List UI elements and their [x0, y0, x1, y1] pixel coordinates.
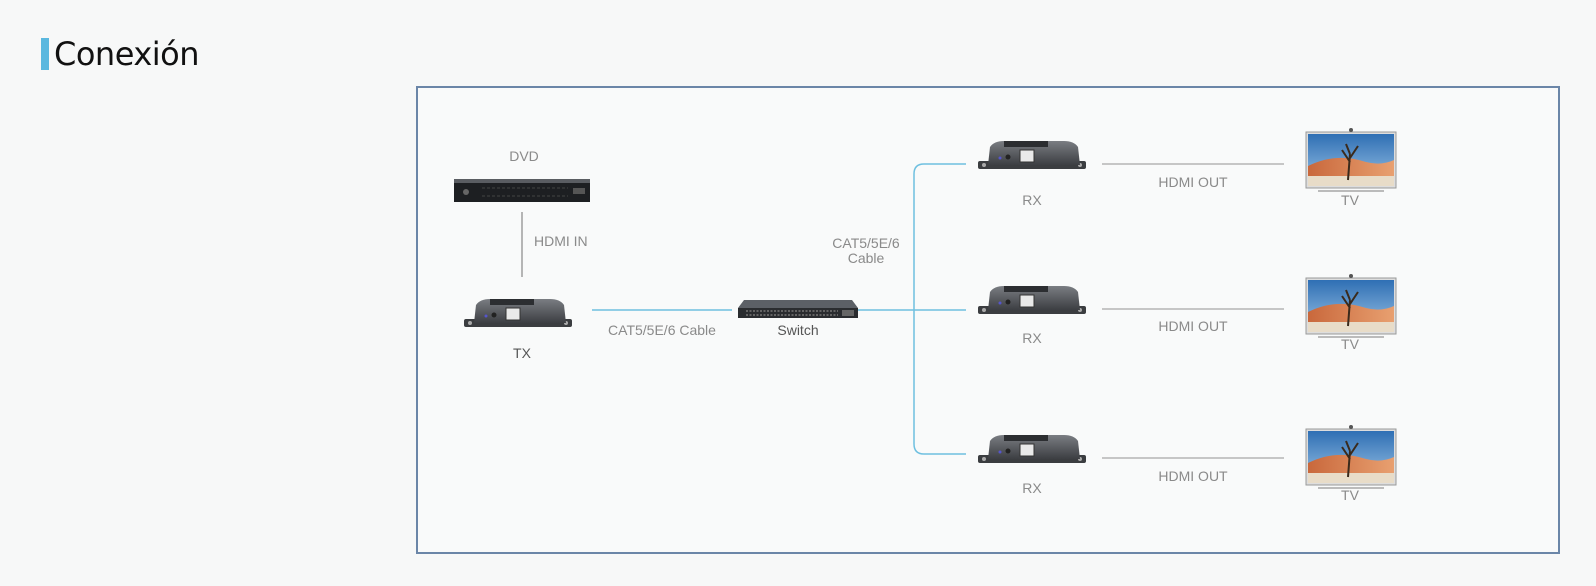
tx-extender-icon — [463, 298, 573, 328]
network-switch-icon — [738, 300, 858, 318]
diagram-graphics — [454, 127, 1397, 490]
dvd-label: DVD — [509, 148, 539, 164]
switch-label: Switch — [777, 322, 819, 338]
rx-label-2: RX — [1022, 330, 1042, 346]
tx-cable-label: CAT5/5E/6 Cable — [608, 322, 716, 338]
connection-diagram: DVD HDMI IN TX CAT5/5E/6 Cable Switch CA… — [416, 86, 1560, 554]
dvd-player-icon — [454, 179, 590, 202]
heading-accent-bar — [41, 38, 49, 70]
tv-icon-1 — [1305, 127, 1397, 193]
hdmi-out-label-3: HDMI OUT — [1158, 468, 1228, 484]
branch-cable — [858, 163, 966, 455]
branch-cable-label-line1: CAT5/5E/6 — [832, 235, 900, 251]
rx-extender-icon-2 — [977, 285, 1087, 315]
tv-icon-2 — [1305, 273, 1397, 339]
tx-label: TX — [513, 345, 531, 361]
hdmi-in-label: HDMI IN — [534, 233, 588, 249]
rx-extender-icon-1 — [977, 140, 1087, 170]
tv-label-3: TV — [1341, 487, 1359, 503]
page-title: Conexión — [54, 35, 200, 73]
tv-label-2: TV — [1341, 336, 1359, 352]
rx-label-1: RX — [1022, 192, 1042, 208]
page-heading: Conexión — [41, 35, 200, 73]
rx-label-3: RX — [1022, 480, 1042, 496]
tv-label-1: TV — [1341, 192, 1359, 208]
rx-extender-icon-3 — [977, 434, 1087, 464]
branch-cable-label-line2: Cable — [847, 250, 885, 266]
tv-icon-3 — [1305, 424, 1397, 490]
hdmi-out-label-1: HDMI OUT — [1158, 174, 1228, 190]
hdmi-out-label-2: HDMI OUT — [1158, 318, 1228, 334]
